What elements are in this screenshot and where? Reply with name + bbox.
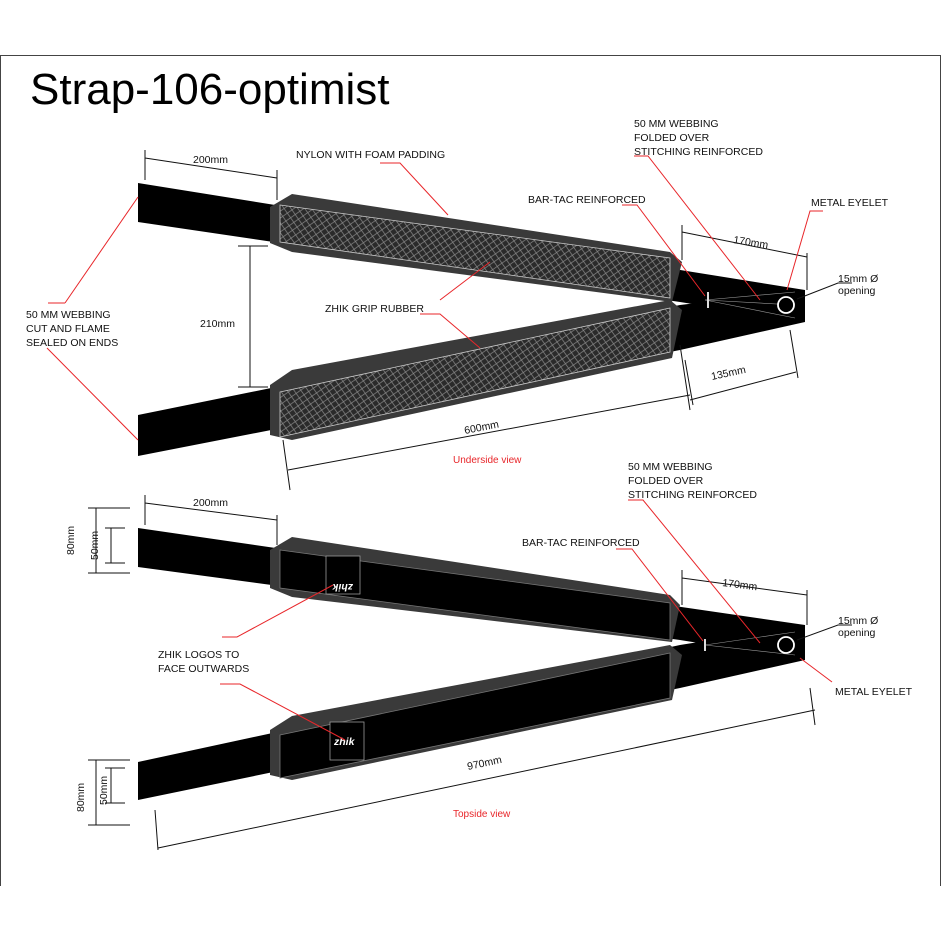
dim-200mm: 200mm xyxy=(193,154,228,166)
drawing-frame xyxy=(0,55,941,886)
label-webbing-fold: FOLDED OVER xyxy=(634,132,710,144)
upper-panel xyxy=(279,549,671,641)
page-title: Strap-106-optimist xyxy=(30,65,389,114)
label-webbing-fold: STITCHING REINFORCED xyxy=(634,146,763,158)
lower-panel xyxy=(279,652,671,779)
dim-80mm: 80mm xyxy=(65,526,77,555)
bar-tac xyxy=(707,292,709,308)
label-metal-eyelet: METAL EYELET xyxy=(835,686,913,698)
dim-170mm: 170mm xyxy=(722,577,758,593)
label-webbing-ends: 50 MM WEBBING xyxy=(26,309,111,321)
label-bar-tac: BAR-TAC REINFORCED xyxy=(522,537,640,549)
label-metal-eyelet: METAL EYELET xyxy=(811,197,889,209)
logo-patch-upper xyxy=(325,555,361,595)
label-webbing-ends: SEALED ON ENDS xyxy=(26,337,118,349)
upper-grip-rubber xyxy=(279,204,671,299)
lower-grip-rubber xyxy=(279,307,671,438)
label-zhik-logos: ZHIK LOGOS TO xyxy=(158,649,239,661)
label-webbing-fold: STITCHING REINFORCED xyxy=(628,489,757,501)
dim-50mm: 50mm xyxy=(98,776,110,805)
label-opening: opening xyxy=(838,285,876,297)
caption-underside: Underside view xyxy=(453,455,522,466)
metal-eyelet xyxy=(777,296,795,314)
topside-view: zhik zhik 200mm 170mm 970mm 80mm 50mm 80… xyxy=(65,461,913,851)
label-grip-rubber: ZHIK GRIP RUBBER xyxy=(325,303,424,315)
label-webbing-ends: CUT AND FLAME xyxy=(26,323,110,335)
zhik-logo: zhik xyxy=(331,581,354,593)
dim-200mm: 200mm xyxy=(193,497,228,509)
label-opening: 15mm Ø xyxy=(838,273,878,285)
label-opening: opening xyxy=(838,627,876,639)
stitch-lines xyxy=(704,631,796,656)
label-zhik-logos: FACE OUTWARDS xyxy=(158,663,249,675)
dim-80mm: 80mm xyxy=(75,783,87,812)
caption-topside: Topside view xyxy=(453,809,511,820)
logo-patch-lower xyxy=(329,721,365,761)
label-nylon-padding: NYLON WITH FOAM PADDING xyxy=(296,149,445,161)
dim-135mm: 135mm xyxy=(710,364,747,383)
label-bar-tac: BAR-TAC REINFORCED xyxy=(528,194,646,206)
dim-50mm: 50mm xyxy=(89,531,101,560)
label-webbing-fold: 50 MM WEBBING xyxy=(628,461,713,473)
underside-view: 200mm 210mm 170mm 135mm 600mm NYLON WITH… xyxy=(26,118,889,491)
zhik-logo: zhik xyxy=(333,736,356,748)
dim-970mm: 970mm xyxy=(466,754,503,773)
label-webbing-fold: FOLDED OVER xyxy=(628,475,704,487)
dim-210mm: 210mm xyxy=(200,318,235,330)
label-opening: 15mm Ø xyxy=(838,615,878,627)
bar-tac xyxy=(704,639,706,651)
dim-170mm: 170mm xyxy=(733,234,770,251)
metal-eyelet xyxy=(777,636,795,654)
label-webbing-fold: 50 MM WEBBING xyxy=(634,118,719,130)
